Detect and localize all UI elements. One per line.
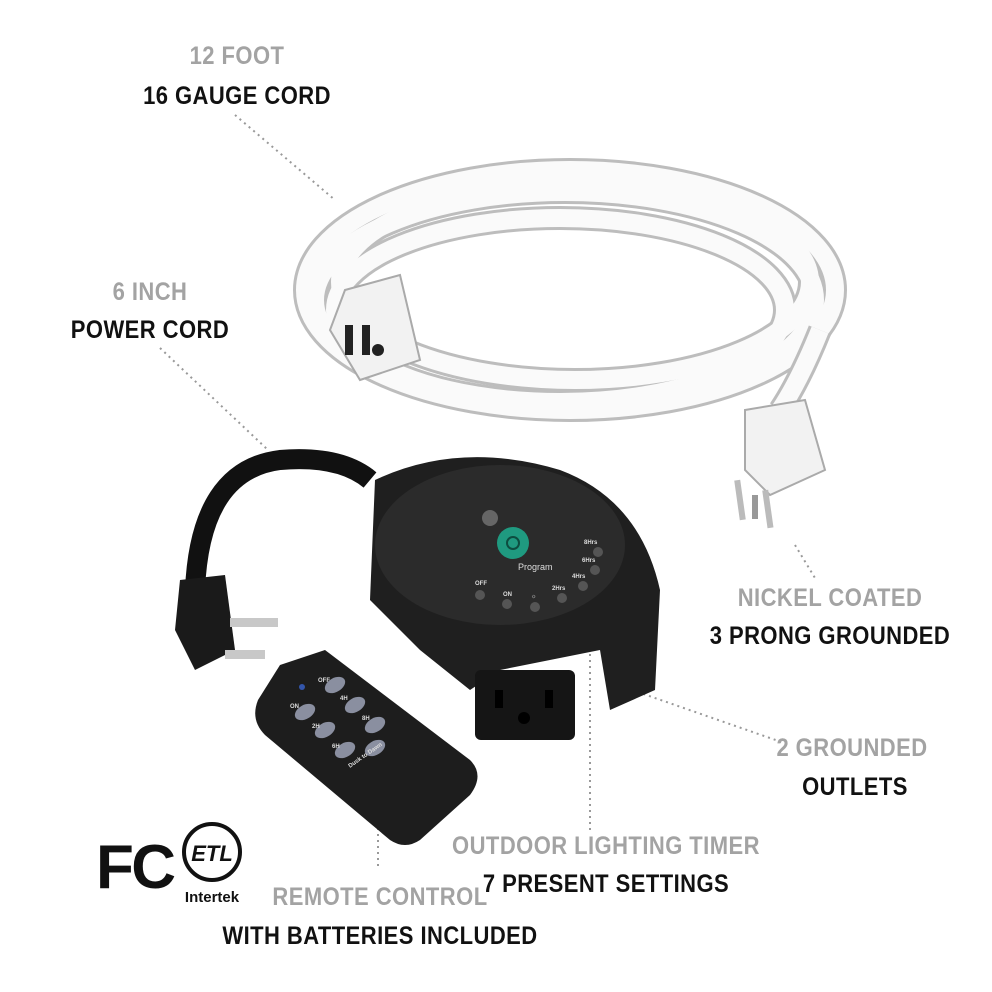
cord-gauge-label: 16 GAUGE CORD — [143, 82, 331, 110]
remote-button-label: 8H — [362, 716, 370, 722]
coiled-extension-cord — [293, 158, 847, 422]
prong-coating-label: NICKEL COATED — [737, 584, 923, 612]
remote-batteries-label: WITH BATTERIES INCLUDED — [222, 922, 538, 950]
svg-text:FC: FC — [96, 833, 176, 902]
setting-label: ON — [503, 592, 512, 598]
outlets-label: OUTLETS — [802, 773, 908, 801]
setting-label: 8Hrs — [584, 540, 598, 546]
power-cord — [185, 449, 377, 591]
remote-button-label: OFF — [318, 678, 330, 684]
setting-label: OFF — [475, 581, 487, 587]
three-prong-plug — [734, 398, 827, 529]
svg-text:Intertek: Intertek — [185, 889, 240, 906]
etl-intertek-logo: ETL Intertek — [182, 822, 242, 906]
remote-button-label: 6H — [332, 744, 340, 750]
power-cord-label: POWER CORD — [70, 316, 230, 344]
black-plug — [175, 575, 278, 670]
power-cord-length-label: 6 INCH — [112, 278, 188, 306]
svg-text:ETL: ETL — [191, 841, 233, 866]
prong-type-label: 3 PRONG GROUNDED — [709, 622, 951, 650]
remote-button-label: ON — [290, 704, 299, 710]
timer-label: OUTDOOR LIGHTING TIMER — [452, 832, 760, 860]
remote-button-label: 2H — [312, 724, 320, 730]
setting-label: 4Hrs — [572, 574, 586, 580]
outlets-count-label: 2 GROUNDED — [776, 734, 928, 762]
fcc-logo: FC — [96, 833, 176, 902]
remote-control: OFF ON 4H 2H 8H 6H Dusk to Dawn — [255, 650, 478, 845]
leader-lines — [159, 114, 816, 868]
setting-label: ☼ — [531, 594, 537, 600]
setting-label: 6Hrs — [582, 558, 596, 564]
program-label: Program — [518, 562, 553, 572]
setting-label: 2Hrs — [552, 586, 566, 592]
remote-button-label: 4H — [340, 696, 348, 702]
outdoor-timer: Program OFF ON ☼ 2Hrs 4Hrs 6Hrs 8Hrs — [370, 457, 660, 740]
program-button — [497, 527, 529, 559]
cord-length-label: 12 FOOT — [189, 42, 285, 70]
female-outlet-plug — [328, 273, 422, 382]
timer-settings-label: 7 PRESENT SETTINGS — [482, 870, 730, 898]
remote-label: REMOTE CONTROL — [272, 883, 488, 911]
